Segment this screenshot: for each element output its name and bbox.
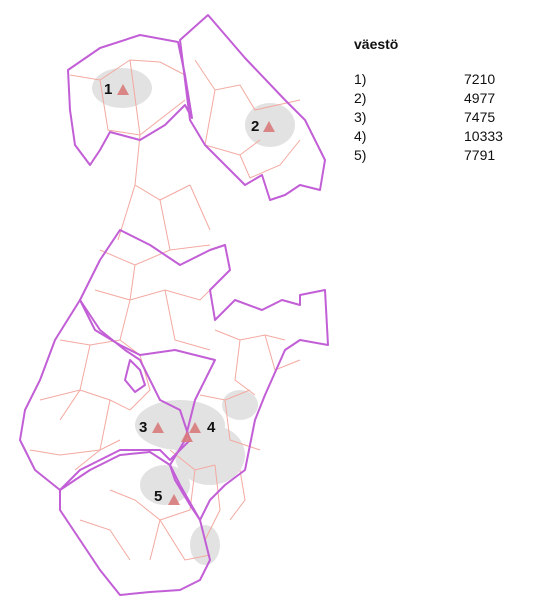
marker-4[interactable]: 4	[181, 419, 216, 442]
marker-label: 2	[251, 118, 259, 135]
legend-index: 2)	[354, 90, 367, 106]
subdistrict-boundaries	[29, 59, 301, 561]
marker-2[interactable]: 2	[251, 118, 275, 135]
urban-areas	[92, 68, 295, 565]
legend-row: 2) 4977	[354, 89, 529, 108]
district-boundaries	[19, 14, 329, 596]
triangle-marker-icon	[189, 422, 201, 433]
population-legend: väestö 1) 7210 2) 4977 3) 7475 4) 10333 …	[354, 36, 529, 165]
marker-5[interactable]: 5	[154, 488, 180, 505]
legend-value: 7475	[464, 109, 496, 125]
legend-value: 4977	[464, 90, 496, 106]
legend-row: 5) 7791	[354, 146, 529, 165]
legend-value: 7791	[464, 147, 496, 163]
triangle-marker-icon	[117, 84, 129, 95]
marker-label: 1	[104, 81, 112, 98]
legend-value: 7210	[464, 71, 496, 87]
triangle-marker-icon	[263, 121, 275, 132]
legend-row: 3) 7475	[354, 108, 529, 127]
marker-3[interactable]: 3	[139, 419, 164, 436]
triangle-marker-icon	[152, 422, 164, 433]
legend-index: 1)	[354, 71, 367, 87]
triangle-marker-icon	[168, 494, 180, 505]
legend-row: 1) 7210	[354, 70, 529, 89]
triangle-marker-icon	[181, 431, 193, 442]
city-markers: 1 2 3 4 5	[104, 81, 275, 505]
marker-label: 4	[207, 419, 216, 436]
marker-1[interactable]: 1	[104, 81, 129, 98]
marker-label: 3	[139, 419, 147, 436]
legend-title: väestö	[354, 36, 399, 52]
legend-index: 4)	[354, 128, 367, 144]
marker-label: 5	[154, 488, 162, 505]
legend-row: 4) 10333	[354, 127, 529, 146]
legend-value: 10333	[464, 128, 503, 144]
legend-index: 5)	[354, 147, 367, 163]
legend-index: 3)	[354, 109, 367, 125]
